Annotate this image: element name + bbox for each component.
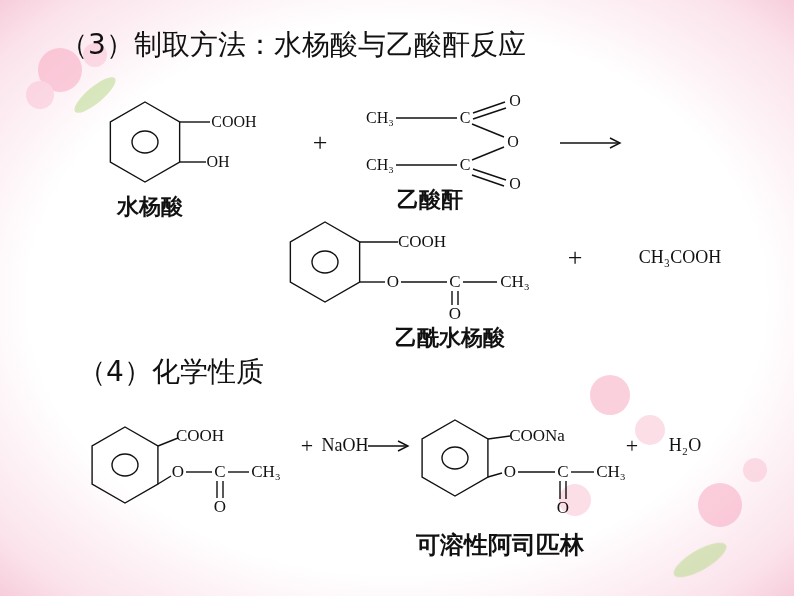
caption-text: （4）化学性质 — [78, 357, 264, 388]
bond-line — [368, 445, 408, 446]
formula-text: CH₃COOH — [639, 248, 721, 268]
formula-text: O — [509, 175, 521, 193]
caption-text: 水杨酸 — [117, 195, 183, 219]
bond-line — [472, 147, 504, 160]
bond-line — [473, 169, 506, 180]
formula-text: O — [507, 133, 519, 151]
formula-text: O — [449, 305, 461, 324]
bond-line — [396, 117, 457, 118]
formula-text: COOH — [176, 427, 224, 446]
formula-text: + — [313, 129, 328, 158]
reaction-arrowhead — [610, 138, 620, 148]
formula-text: O — [214, 498, 226, 517]
formula-text: O — [509, 92, 521, 110]
aromatic-circle — [132, 131, 158, 153]
reaction-arrowhead — [398, 441, 408, 451]
bond-line — [158, 438, 178, 446]
bond-line — [180, 121, 210, 122]
bond-line — [559, 481, 560, 499]
bond-line — [472, 175, 504, 186]
bond-line — [158, 476, 171, 484]
benzene-ring — [110, 102, 179, 182]
bond-line — [360, 281, 385, 282]
formula-text: NaOH — [322, 436, 369, 456]
formula-text: + — [568, 244, 583, 273]
bond-line — [473, 102, 505, 113]
bond-line — [565, 481, 566, 499]
formula-text: H₂O — [669, 436, 701, 456]
bond-line — [222, 481, 223, 498]
formula-text: COOH — [211, 113, 256, 131]
bond-line — [360, 241, 398, 242]
bond-line — [396, 164, 457, 165]
formula-text: C — [460, 156, 471, 174]
benzene-ring — [92, 427, 158, 503]
formula-text: CH₃ — [596, 463, 626, 482]
bond-line — [457, 291, 458, 305]
formula-text: CH₃ — [500, 273, 530, 292]
bonds — [92, 102, 620, 503]
benzene-ring — [290, 222, 359, 302]
bond-line — [472, 124, 504, 137]
aromatic-circle — [312, 251, 338, 273]
bond-line — [401, 281, 447, 282]
bond-line — [488, 473, 502, 477]
benzene-ring — [422, 420, 488, 496]
bond-line — [560, 142, 620, 143]
formula-text: O — [387, 273, 399, 292]
caption-text: 乙酰水杨酸 — [395, 326, 505, 350]
bond-line — [186, 471, 212, 472]
formula-text: C — [449, 273, 460, 292]
formula-text: C — [460, 109, 471, 127]
formula-text: C — [557, 463, 568, 482]
aromatic-circle — [112, 454, 138, 476]
caption-text: 乙酸酐 — [397, 188, 463, 212]
caption-text: （3）制取方法：水杨酸与乙酸酐反应 — [60, 30, 526, 61]
bond-line — [488, 436, 510, 439]
formula-text: OH — [206, 153, 229, 171]
formula-text: + — [301, 434, 313, 458]
bond-line — [571, 471, 594, 472]
bond-line — [228, 471, 249, 472]
formula-text: CH₃ — [251, 463, 281, 482]
formula-text: + — [626, 434, 638, 458]
formula-text: O — [172, 463, 184, 482]
formula-text: O — [557, 499, 569, 518]
bond-line — [451, 291, 452, 305]
bond-line — [473, 108, 506, 119]
bond-line — [463, 281, 497, 282]
formula-text: C — [214, 463, 225, 482]
bond-line — [216, 481, 217, 498]
aromatic-circle — [442, 447, 468, 469]
formula-text: COONa — [509, 427, 565, 446]
caption-text: 可溶性阿司匹林 — [416, 532, 584, 558]
formula-text: COOH — [398, 233, 446, 252]
formula-text: CH₃ — [366, 156, 394, 174]
flower-decoration — [26, 43, 767, 584]
formula-text: O — [504, 463, 516, 482]
formula-text: CH₃ — [366, 109, 394, 127]
bond-line — [518, 471, 555, 472]
bond-line — [180, 161, 206, 162]
